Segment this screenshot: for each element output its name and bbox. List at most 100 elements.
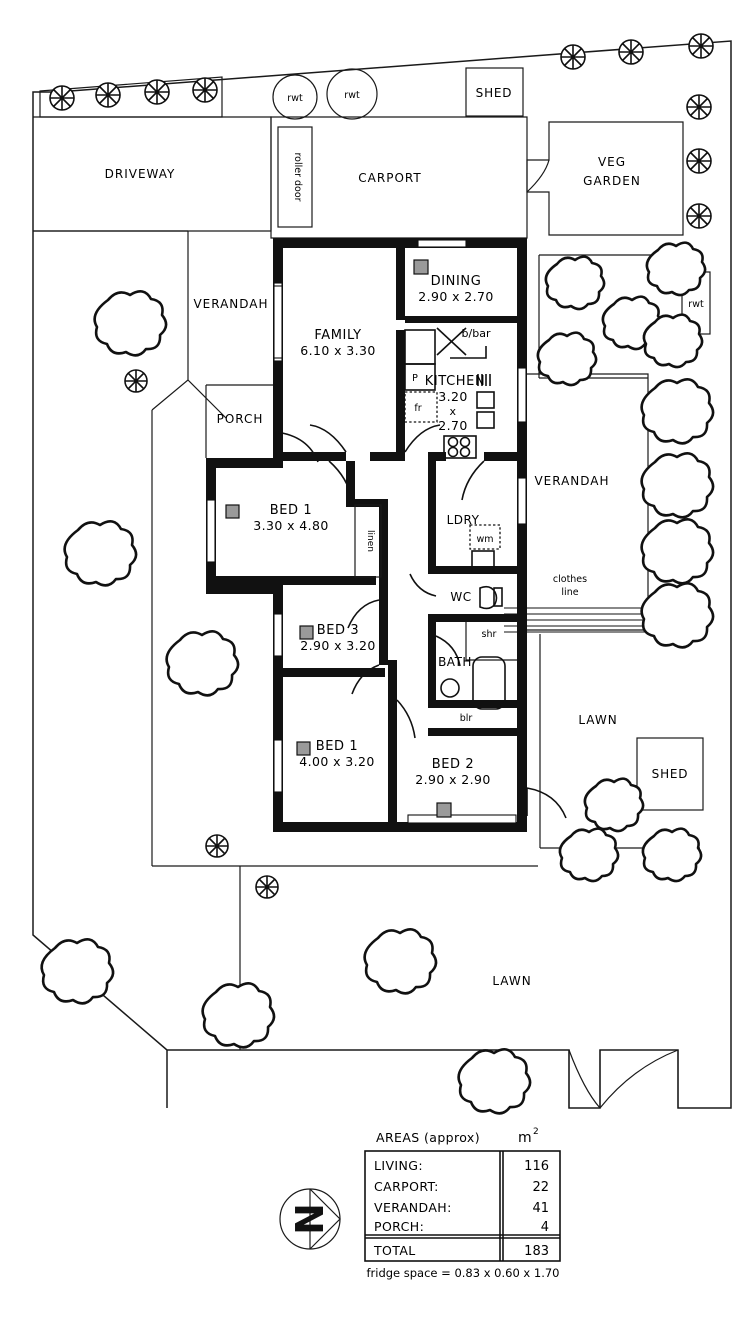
tree [536, 331, 598, 387]
kitchen-name: KITCHEN [425, 374, 486, 389]
boundary-gate [568, 1049, 679, 1109]
tree [640, 582, 715, 649]
dining-name: DINING [431, 274, 482, 289]
shower-label: shr [482, 629, 497, 640]
lawn-east-label: LAWN [578, 713, 617, 727]
areas-unit-exponent: 2 [533, 1127, 539, 1137]
areas-row-verandah-value: 41 [532, 1201, 549, 1216]
shrub [95, 82, 121, 108]
areas-row-porch-value: 4 [541, 1220, 549, 1235]
tree [583, 777, 645, 833]
tree [201, 982, 276, 1049]
areas-row-porch-label: PORCH: [374, 1219, 424, 1234]
veg-garden-line2: GARDEN [583, 174, 641, 188]
shrub [144, 79, 170, 105]
tree [641, 827, 703, 883]
bed1b-name: BED 1 [316, 739, 359, 754]
areas-table: AREAS (approx) m 2 LIVING: 116 CARPORT: … [364, 1127, 561, 1280]
bathroom-fixtures: shr blr [440, 629, 506, 724]
power-outlets [225, 259, 452, 818]
room-labels: FAMILY 6.10 x 3.30 DINING 2.90 x 2.70 KI… [253, 274, 493, 787]
fridge-label: fr [414, 403, 421, 414]
tree [640, 452, 715, 519]
shrub [205, 834, 229, 858]
tree [457, 1048, 532, 1115]
verandah-east-label: VERANDAH [534, 474, 609, 488]
driveway-label: DRIVEWAY [105, 167, 176, 181]
shed-south-label: SHED [652, 767, 689, 781]
verandah-west-label: VERANDAH [193, 297, 268, 311]
shed-south: SHED [636, 737, 704, 811]
tree [640, 518, 715, 585]
areas-row-carport-label: CARPORT: [374, 1179, 439, 1194]
shrub [686, 94, 712, 120]
areas-row-living-value: 116 [524, 1159, 549, 1174]
verandah-west: VERANDAH [151, 231, 268, 1050]
veg-garden-line1: VEG [598, 155, 626, 169]
tree [40, 938, 115, 1005]
wc-label: WC [450, 590, 471, 604]
west-yard-outline [33, 230, 538, 867]
breakfast-bar-label: b/bar [462, 327, 491, 340]
shrub [49, 85, 75, 111]
tree [558, 827, 620, 883]
shrub [255, 875, 279, 899]
wc-fixtures [479, 585, 503, 610]
kitchen-dim-line1: 3.20 [438, 389, 467, 404]
washing-machine-label: wm [476, 534, 493, 545]
rwt-3-label: rwt [688, 299, 704, 310]
rwt-1: rwt [272, 74, 318, 120]
kitchen-dim-x: x [450, 405, 457, 418]
tree [642, 313, 704, 369]
shrub [192, 77, 218, 103]
clothes-line-line1: clothes [553, 574, 587, 585]
tree [93, 290, 168, 357]
porch-area: PORCH [205, 384, 273, 458]
areas-row-verandah-label: VERANDAH: [374, 1200, 452, 1215]
shrub [686, 148, 712, 174]
rwt-1-label: rwt [287, 93, 303, 104]
trees [40, 241, 715, 1115]
veg-garden: VEG GARDEN [526, 121, 684, 236]
family-dimensions: 6.10 x 3.30 [300, 343, 375, 358]
bed2-dimensions: 2.90 x 2.90 [415, 772, 490, 787]
bed3-name: BED 3 [317, 623, 360, 638]
bed3-dimensions: 2.90 x 3.20 [300, 638, 375, 653]
shrub [618, 39, 644, 65]
shrub [124, 369, 148, 393]
shrub [688, 33, 714, 59]
porch-label: PORCH [217, 412, 264, 426]
compass-rose: N [279, 1188, 341, 1250]
dining-dimensions: 2.90 x 2.70 [418, 289, 493, 304]
boiler-label: blr [460, 713, 473, 724]
lawn-south-label: LAWN [492, 974, 531, 988]
tree [63, 520, 138, 587]
carport-label: CARPORT [358, 171, 421, 185]
kitchen-dim-line2: 2.70 [438, 418, 467, 433]
shrub [560, 44, 586, 70]
areas-total-value: 183 [524, 1244, 549, 1259]
shed-north: SHED [465, 67, 524, 117]
rwt-2-label: rwt [344, 90, 360, 101]
bath-label: BATH [438, 655, 472, 669]
doors [275, 424, 567, 819]
clothes-line-line2: line [561, 587, 578, 598]
fridge-space-note: fridge space = 0.83 x 0.60 x 1.70 [366, 1266, 559, 1280]
rwt-2: rwt [326, 68, 378, 120]
compass-north-label: N [288, 1203, 332, 1235]
areas-total-label: TOTAL [373, 1243, 416, 1258]
areas-row-living-label: LIVING: [374, 1158, 423, 1173]
lawn-south: LAWN [492, 974, 531, 988]
laundry-fixtures: wm [469, 524, 501, 574]
kitchen-fixtures: P fr b/bar [404, 327, 495, 459]
bed1a-dimensions: 3.30 x 4.80 [253, 518, 328, 533]
shed-north-label: SHED [476, 86, 513, 100]
tree [640, 378, 715, 445]
bed1a-name: BED 1 [270, 503, 313, 518]
areas-row-carport-value: 22 [532, 1180, 549, 1195]
tree [363, 928, 438, 995]
windows [206, 239, 527, 824]
